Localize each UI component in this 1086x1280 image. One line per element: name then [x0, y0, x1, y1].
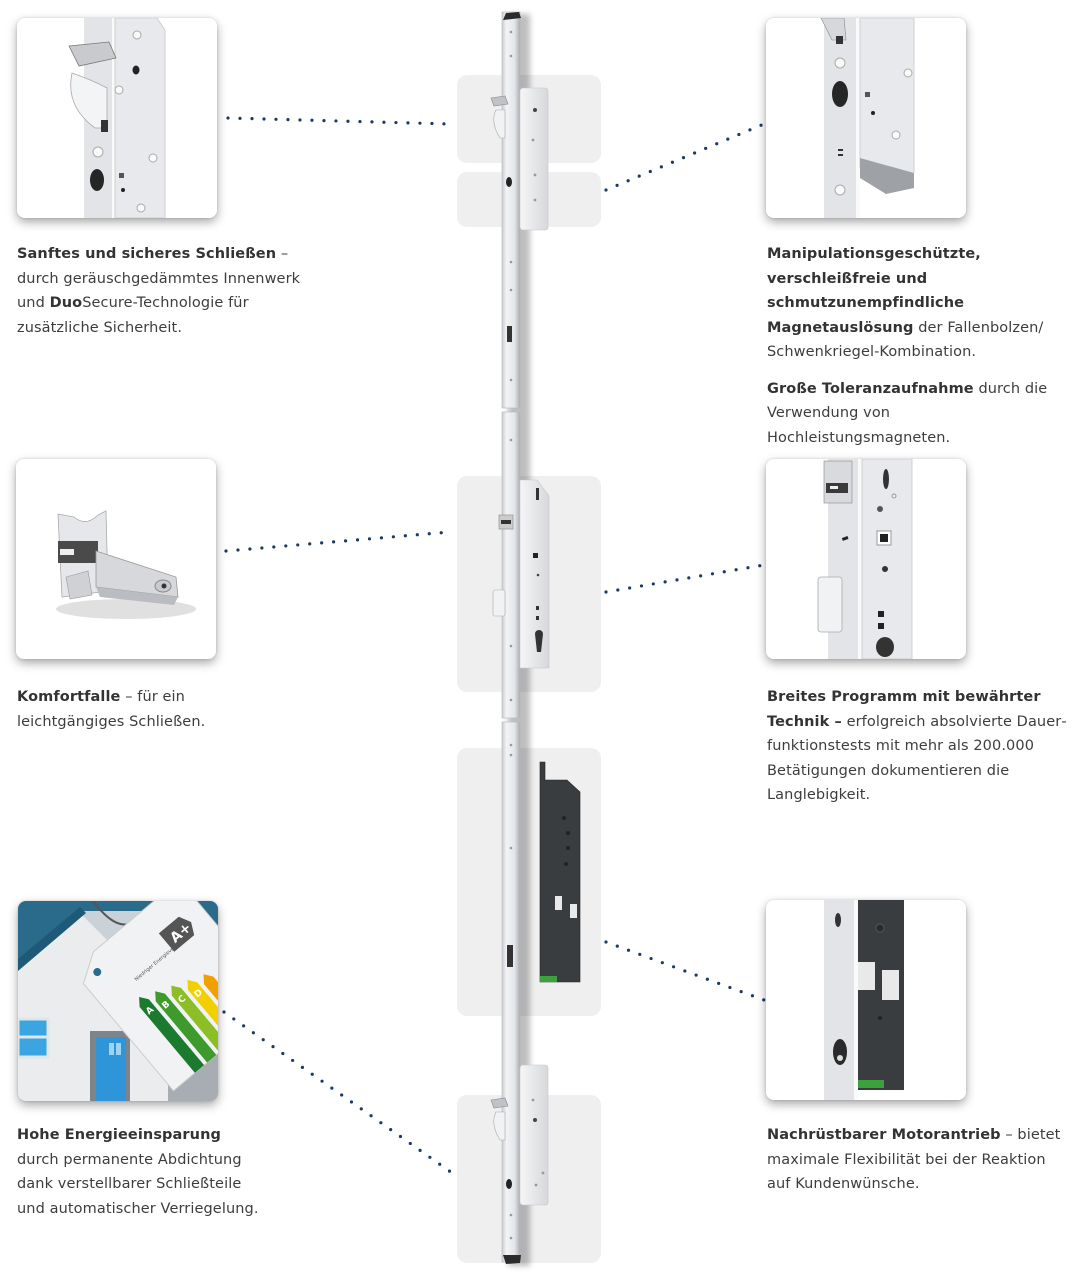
feature-text-comfort-latch: Komfortfalle – für ein leichtgängiges Sc… — [17, 685, 227, 746]
end-cap-bottom — [503, 1255, 521, 1264]
feature-highlight-text: Hohe Energieeinsparung — [17, 1127, 221, 1143]
feature-body-text: der Fallenbolzen/ Schwenkriegel-Kombinat… — [767, 319, 1044, 361]
rail-segment-top — [501, 11, 521, 409]
feature-paragraph: Manipulationsgeschützte, verschleiß­frei… — [767, 242, 1072, 365]
feature-text-motor-drive: Nachrüstbarer Motorantrieb – bietet maxi… — [767, 1123, 1072, 1209]
feature-body-text: – bietet maximale Flexibilität bei der R… — [767, 1127, 1061, 1192]
energy-class-bar — [139, 996, 205, 1073]
energy-class-bar — [155, 991, 217, 1063]
feature-body-text: durch permanente Abdichtung dank verstel… — [17, 1151, 259, 1217]
feature-text-magnet-release: Manipulationsgeschützte, verschleiß­frei… — [767, 242, 1072, 462]
feature-highlight-text: Große Toleranzaufnahme — [767, 380, 974, 397]
main-lock-closeup-image — [766, 459, 966, 659]
energy-class-bar — [203, 974, 218, 1032]
feature-highlight-text: Nachrüstbarer Motorantrieb — [767, 1127, 1001, 1143]
magnet-release-closeup-image — [766, 18, 966, 218]
motor-housing — [539, 761, 581, 983]
feature-highlight-text: Duo — [49, 295, 83, 311]
image-card-motor-drive — [766, 900, 966, 1100]
feature-text-soft-closing: Sanftes und sicheres Schließen – durch g… — [17, 242, 327, 352]
feature-paragraph: Sanftes und sicheres Schließen – durch g… — [17, 242, 327, 340]
feature-body-text: erfolgreich absolvierte Dauer­funktionst… — [767, 713, 1067, 804]
motor-drive-closeup-image — [766, 900, 966, 1100]
feature-paragraph: Große Toleranzaufnahme durch die Ver­wen… — [767, 377, 1072, 451]
image-card-proven-technology — [766, 459, 966, 659]
feature-highlight-text: Breites Programm mit bewährter Technik – — [767, 689, 1041, 730]
feature-highlight-text: Manipulationsgeschützte, verschleiß­frei… — [767, 246, 981, 336]
image-card-magnet-release — [766, 18, 966, 218]
feature-text-proven-technology: Breites Programm mit bewährter Technik –… — [767, 685, 1072, 820]
image-card-comfort-latch — [16, 459, 216, 659]
rail-segment-middle — [501, 411, 521, 719]
feature-body-text: – für ein leichtgängiges Schließen. — [17, 689, 206, 730]
energy-class-label: B — [160, 999, 172, 1011]
feature-text-energy-saving: Hohe Energieeinsparung durch permanente … — [17, 1123, 267, 1233]
feature-body-text: – durch geräuschgedämmtes Innenwerk und — [17, 246, 301, 311]
energy-class-label: C — [177, 994, 189, 1006]
feature-highlight-text: Sanftes und sicheres Schließen — [17, 246, 277, 262]
feature-body-text: durch die Ver­wendung von Hochleistungsm… — [767, 380, 1048, 446]
feature-paragraph: Hohe Energieeinsparung durch permanente … — [17, 1123, 267, 1221]
energy-class-label: A — [144, 1005, 156, 1017]
feature-body-text: Secure-Technologie für zusätzliche Siche… — [17, 295, 249, 336]
energy-class-bar — [187, 979, 218, 1042]
feature-paragraph: Komfortfalle – für ein leichtgängiges Sc… — [17, 685, 227, 734]
feature-paragraph: Nachrüstbarer Motorantrieb – bietet maxi… — [767, 1123, 1072, 1197]
lock-latch-closeup-image — [17, 18, 217, 218]
end-cap-top — [503, 12, 521, 20]
comfort-latch-part-image — [16, 459, 216, 659]
image-card-soft-closing — [17, 18, 217, 218]
energy-class-bar — [171, 985, 218, 1053]
feature-paragraph: Breites Programm mit bewährter Technik –… — [767, 685, 1072, 808]
feature-highlight-text: Komfortfalle — [17, 689, 121, 705]
